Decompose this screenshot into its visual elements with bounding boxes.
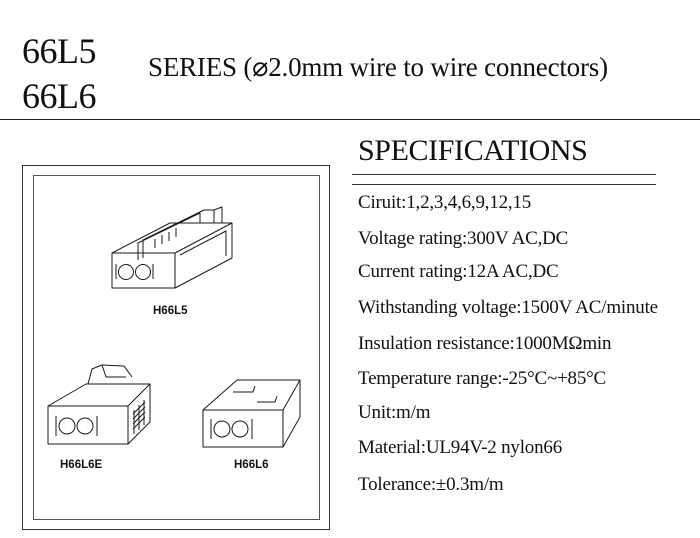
- spec-voltage-rating: Voltage rating:300V AC,DC: [358, 228, 569, 249]
- heading-rule-bottom: [352, 184, 656, 185]
- h66l6-connector-drawing: [202, 379, 301, 448]
- model-number-66l6: 66L6: [22, 76, 97, 116]
- spec-withstanding-voltage: Withstanding voltage:1500V AC/minute: [358, 297, 658, 318]
- spec-temperature-range: Temperature range:-25°C~+85°C: [358, 368, 607, 389]
- specifications-heading: SPECIFICATIONS: [358, 134, 588, 167]
- spec-tolerance: Tolerance:±0.3m/m: [358, 474, 504, 495]
- spec-material: Material:UL94V-2 nylon66: [358, 437, 562, 458]
- spec-current-rating: Current rating:12A AC,DC: [358, 261, 559, 282]
- heading-rule-top: [352, 174, 656, 175]
- series-title: SERIES (⌀2.0mm wire to wire connectors): [148, 52, 608, 82]
- drawing-frame-outer: [22, 165, 330, 530]
- h66l5-label: H66L5: [153, 305, 188, 317]
- spec-insulation-resistance: Insulation resistance:1000MΩmin: [358, 333, 612, 354]
- h66l6e-connector-drawing: [47, 364, 151, 445]
- h66l6e-label: H66L6E: [60, 459, 103, 471]
- h66l6-label: H66L6: [234, 459, 269, 471]
- model-number-66l5: 66L5: [22, 31, 97, 71]
- header-divider: [0, 119, 700, 120]
- spec-circuit: Ciruit:1,2,3,4,6,9,12,15: [358, 192, 532, 213]
- h66l5-connector-drawing: [111, 206, 233, 289]
- spec-unit: Unit:m/m: [358, 402, 431, 423]
- drawing-frame-inner: [33, 175, 320, 520]
